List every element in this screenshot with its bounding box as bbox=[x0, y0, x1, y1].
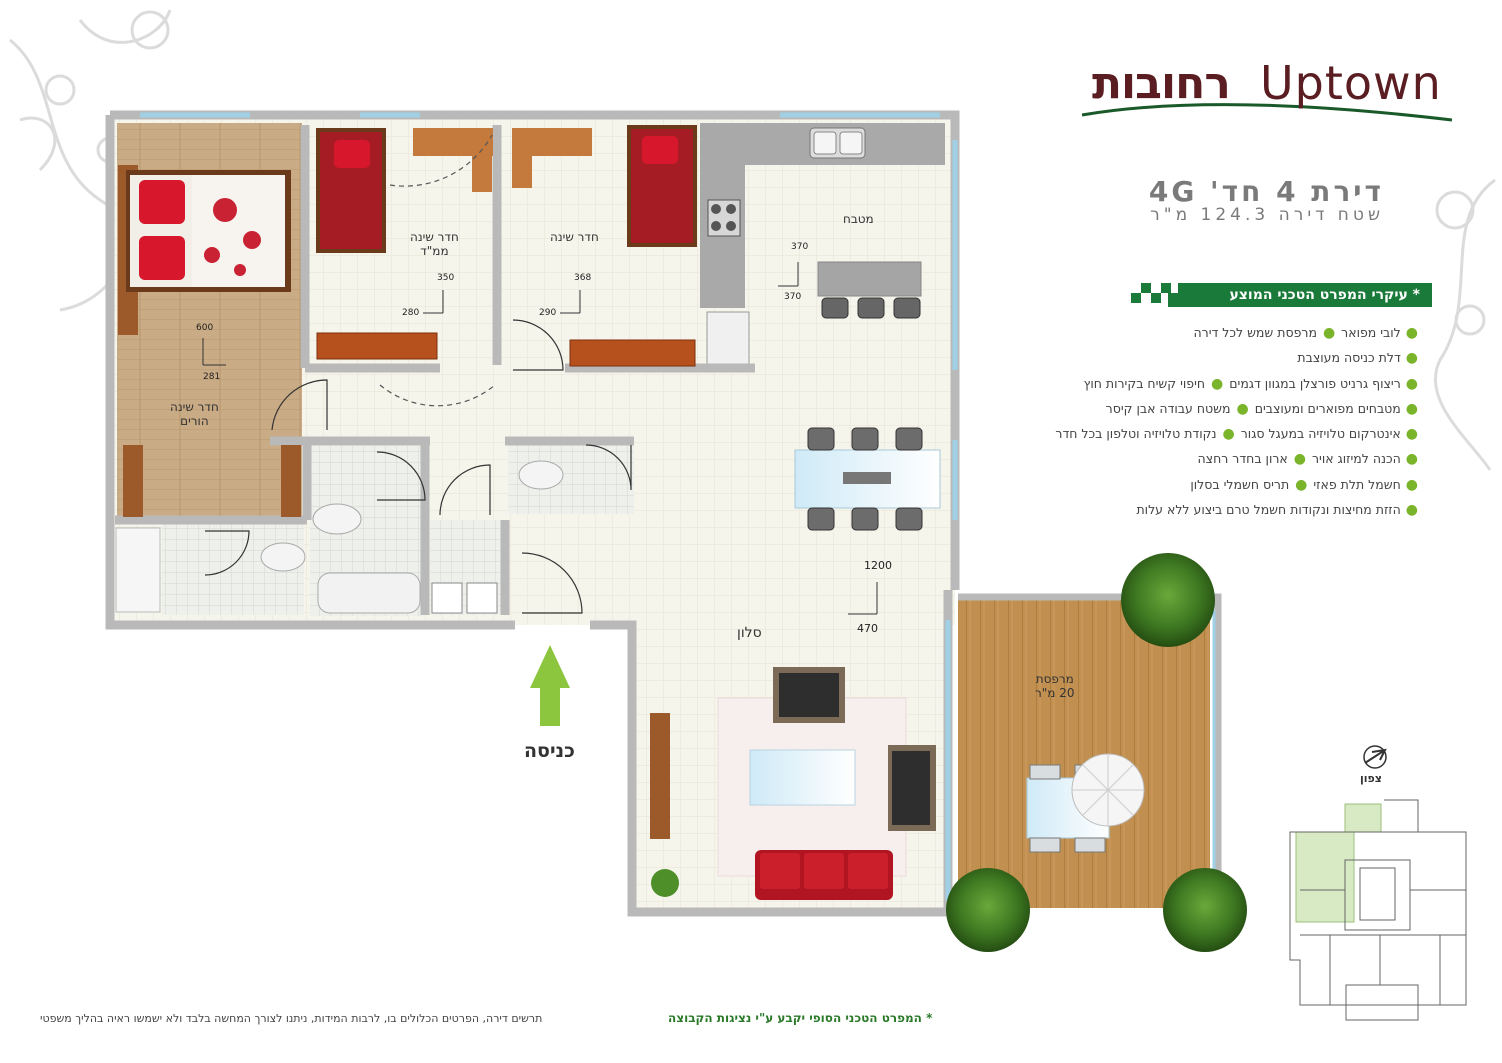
bullet-icon: ● bbox=[1222, 426, 1235, 443]
spec-item: חשמל תלת פאזי bbox=[1313, 476, 1401, 492]
dimension-bedroom-length: 368 bbox=[574, 273, 592, 283]
tree-icon bbox=[1121, 553, 1215, 647]
bullet-icon: ● bbox=[1405, 350, 1418, 367]
brand-name-hebrew: רחובות bbox=[1092, 58, 1231, 109]
spec-row: ●הכנה למיזוג אויר●ארון בחדר רחצה bbox=[1058, 446, 1418, 471]
room-label-bedroom: חדר שינה bbox=[550, 230, 599, 244]
spec-item: תריס חשמלי בסלון bbox=[1190, 476, 1290, 492]
spec-item: הכנה למיזוג אויר bbox=[1311, 451, 1401, 467]
spec-item: ריצוף גרניט פורצלן במגוון דגמים bbox=[1229, 375, 1401, 391]
spec-item: אינטרקום טלויזיה במעגל סגור bbox=[1240, 426, 1401, 442]
footer-spec-note: * המפרט הטכני הסופי יקבע ע"י נציגות הקבו… bbox=[668, 1011, 933, 1025]
bullet-icon: ● bbox=[1322, 325, 1336, 341]
bullet-icon: ● bbox=[1405, 400, 1418, 417]
spec-row: ●הזזת מחיצות ונקודות חשמל טרם ביצוע ללא … bbox=[1058, 497, 1418, 522]
bullet-icon: ● bbox=[1295, 476, 1308, 493]
bullet-icon: ● bbox=[1405, 426, 1418, 443]
dimension-kitchen-length: 370 bbox=[791, 242, 809, 252]
dimension-safe-room-width: 280 bbox=[402, 308, 420, 318]
brand-name-english: Uptown bbox=[1260, 56, 1442, 110]
footer-disclaimer: תרשים דירה, הפרטים הכלולים בו, לרבות המי… bbox=[40, 1012, 543, 1025]
compass-icon bbox=[1363, 745, 1387, 769]
spec-row: ● לובי מפואר ● מרפסת שמש לכל דירה bbox=[1058, 320, 1418, 345]
bullet-icon: ● bbox=[1405, 451, 1418, 468]
bullet-icon: ● bbox=[1405, 476, 1418, 493]
spec-heading: * עיקרי המפרט הטכני המוצע bbox=[1178, 283, 1432, 307]
floral-ornament-right bbox=[1433, 178, 1496, 471]
bullet-icon: ● bbox=[1405, 375, 1418, 392]
bullet-icon: ● bbox=[1236, 400, 1249, 417]
bullet-icon: ● bbox=[1405, 502, 1418, 519]
spec-row: ●מטבחים מפוארים ומעוצבים●משטח עבודה אבן … bbox=[1058, 396, 1418, 421]
spec-item: נקודת טלויזיה וטלפון בכל חדר bbox=[1055, 426, 1217, 442]
room-label-living-room: סלון bbox=[737, 625, 762, 641]
entrance-arrow-icon bbox=[530, 645, 570, 726]
entrance-label: כניסה bbox=[524, 740, 575, 762]
bullet-icon: ● bbox=[1293, 451, 1306, 468]
dimension-living-width: 470 bbox=[857, 622, 878, 635]
spec-item: דלת כניסה מעוצבת bbox=[1297, 350, 1401, 366]
apartment-area: שטח דירה 124.3 מ"ר bbox=[1150, 205, 1384, 225]
dimension-kitchen-width: 370 bbox=[784, 292, 802, 302]
spec-item: מטבחים מפוארים ומעוצבים bbox=[1254, 400, 1401, 416]
dimension-living-length: 1200 bbox=[864, 559, 892, 572]
building-key-plan-icon bbox=[1289, 799, 1467, 1021]
spec-item: חיפוי קשיח בקירות חוץ bbox=[1083, 375, 1206, 391]
spec-item: מרפסת שמש לכל דירה bbox=[1193, 325, 1317, 340]
bullet-icon: ● bbox=[1405, 325, 1418, 341]
bullet-icon: ● bbox=[1211, 375, 1224, 392]
dimension-safe-room-length: 350 bbox=[437, 273, 455, 283]
spec-row: ●ריצוף גרניט פורצלן במגוון דגמים●חיפוי ק… bbox=[1058, 371, 1418, 396]
north-label: צפון bbox=[1360, 772, 1382, 785]
dimension-master-length: 600 bbox=[196, 323, 214, 333]
dimension-master-width: 281 bbox=[203, 372, 221, 382]
spec-item: ארון בחדר רחצה bbox=[1197, 451, 1288, 467]
spec-list: ●לובי מפואר●מרפסת שמש לכל דירה●דלת כניסה… bbox=[1055, 320, 1418, 522]
dimension-bedroom-width: 290 bbox=[539, 308, 557, 318]
spec-item: משטח עבודה אבן קיסר bbox=[1105, 400, 1231, 416]
apartment-title: דירת 4 חד' 4G bbox=[1148, 175, 1384, 208]
tree-icon bbox=[946, 868, 1030, 952]
tree-icon bbox=[1163, 868, 1247, 952]
spec-row: ●דלת כניסה מעוצבת bbox=[1058, 345, 1418, 370]
spec-item: הזזת מחיצות ונקודות חשמל טרם ביצוע ללא ע… bbox=[1136, 502, 1401, 518]
spec-item: לובי מפואר bbox=[1341, 325, 1401, 340]
room-label-kitchen: מטבח bbox=[843, 212, 874, 226]
spec-row: ●אינטרקום טלויזיה במעגל סגור●נקודת טלויז… bbox=[1055, 421, 1418, 446]
spec-row: ●חשמל תלת פאזי●תריס חשמלי בסלון bbox=[1058, 472, 1418, 497]
